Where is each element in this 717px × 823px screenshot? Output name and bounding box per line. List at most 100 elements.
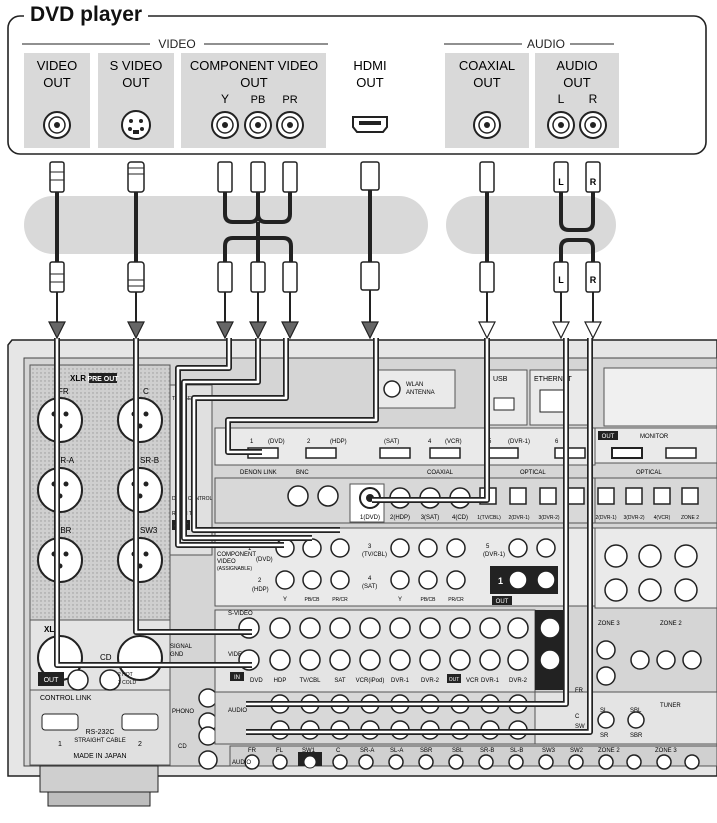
component-label-2: VIDEO: [217, 559, 236, 565]
bnc-label: BNC: [296, 470, 309, 476]
xlr-fr: FR: [58, 387, 69, 396]
coaxial-label: COAXIAL: [427, 470, 454, 476]
plug-l-top: L: [558, 177, 564, 187]
xlr-cd-label: XLR: [44, 625, 60, 634]
sur-sl: SL: [600, 708, 608, 714]
vcr-out-badge: OUT: [449, 677, 460, 683]
opt-r-2: 3(DVR-2): [623, 515, 644, 521]
comp-col-y: Y: [283, 597, 287, 603]
xlr-c: C: [143, 387, 149, 396]
phono-label: PHONO: [172, 709, 194, 715]
pre-c: C: [336, 748, 341, 754]
in-badge: IN: [234, 675, 240, 681]
plug-l-bottom: L: [558, 275, 564, 285]
input-vcr-ipod: VCR(iPod): [356, 678, 385, 684]
input-dvd: DVD: [250, 678, 263, 684]
made-in-label: MADE IN JAPAN: [73, 753, 126, 760]
comp-col-pb: PB/CB: [304, 597, 320, 603]
hdmi-cable: [360, 161, 380, 291]
video-group-label: VIDEO: [158, 37, 195, 51]
rs232c-sub: STRAIGHT CABLE: [74, 738, 126, 744]
comp-1-dvd: (DVD): [256, 557, 273, 563]
comp-2: 2: [258, 578, 262, 584]
preout-badge: PRE OUT: [87, 376, 119, 383]
hdmi-out-line2: OUT: [356, 75, 384, 90]
coaxial-cable: [479, 161, 495, 293]
component-pr-jack: [276, 111, 304, 139]
sur-sbr: SBR: [630, 733, 643, 739]
s-video-out-line1: S VIDEO: [110, 58, 163, 73]
s-video-out-line2: OUT: [122, 75, 150, 90]
component-assignable: (ASSIGNABLE): [217, 566, 252, 572]
comp-5-dvr: (DVR-1): [483, 552, 505, 558]
opt-in-1: 1(TV/CBL): [477, 515, 501, 521]
pre-sbr: SBR: [420, 748, 433, 754]
pre-srb: SR-B: [480, 748, 494, 754]
s-video-cable: [127, 161, 145, 293]
component-y-jack: [211, 111, 239, 139]
wlan-sub: ANTENNA: [406, 390, 435, 396]
rs-num-1: 1: [58, 741, 62, 748]
optical-label: OPTICAL: [520, 470, 546, 476]
audio-group-label: AUDIO: [527, 37, 565, 51]
audio-out-line1: AUDIO: [556, 58, 597, 73]
comp-col-pr2: PR/CR: [448, 597, 464, 603]
hdmi-1: 1: [250, 439, 254, 445]
audio-r-label: R: [589, 92, 598, 106]
device-title: DVD player: [24, 3, 149, 27]
pre-sw1: SW1: [302, 748, 316, 754]
control-link-label: CONTROL LINK: [40, 695, 92, 702]
opt-r-3: 4(VCR): [654, 515, 671, 521]
rs232c-label: RS-232C: [86, 729, 115, 736]
comp-3: 3: [368, 544, 372, 550]
input-tv: TV/CBL: [299, 678, 321, 684]
component-pr-label: PR: [282, 94, 297, 106]
comp-col-pr: PR/CR: [332, 597, 348, 603]
audio-label: AUDIO: [228, 708, 247, 714]
video-out-jack: [43, 111, 71, 139]
xlr-sra: SR-A: [55, 456, 75, 465]
component-cable: [217, 161, 298, 293]
pre-zone2: ZONE 2: [598, 748, 620, 754]
coaxial-out-line1: COAXIAL: [459, 58, 515, 73]
audio-l-label: L: [558, 92, 565, 106]
opt-r-1: 2(DVR-1): [595, 515, 616, 521]
input-dvr2-out: DVR-2: [509, 678, 528, 684]
monitor-out-badge: OUT: [602, 434, 615, 440]
pre-fr: FR: [248, 748, 257, 754]
pre-sw3: SW3: [542, 748, 556, 754]
comp-1: 1: [248, 546, 252, 552]
video-cable: [49, 161, 65, 293]
coax-in-2: 2(HDP): [390, 515, 410, 521]
component-pb-jack: [244, 111, 272, 139]
hdmi-1-dvd: (DVD): [268, 439, 285, 445]
zone2-label: ZONE 2: [660, 621, 682, 627]
sur-sr: SR: [600, 733, 609, 739]
component-y-label: Y: [221, 92, 229, 106]
hdmi-6: 6: [555, 439, 559, 445]
opt-in-3: 3(DVR-2): [538, 515, 559, 521]
usb-label: USB: [493, 376, 508, 383]
input-dvr1: DVR-1: [391, 678, 410, 684]
dvd-player-panel: VIDEO AUDIO VIDEO OUT S VIDEO OUT COMPON…: [7, 15, 707, 155]
s-video-out-jack: [121, 110, 151, 140]
input-vcr: VCR: [466, 678, 479, 684]
svideo-label: S-VIDEO: [228, 611, 253, 617]
plug-r-bottom: R: [590, 275, 597, 285]
coax-in-4: 4(CD): [452, 515, 468, 521]
comp-col-y2: Y: [398, 597, 402, 603]
optical-right-label: OPTICAL: [636, 470, 662, 476]
xlr-sw3: SW3: [140, 526, 158, 535]
receiver-rear-panel: XLR PRE OUT FR C SR-A SR-B SBR SW3: [7, 339, 717, 807]
plug-r-top: R: [590, 177, 597, 187]
video-out-line2: OUT: [43, 75, 71, 90]
pre-fl: FL: [276, 748, 284, 754]
sur-sw: SW: [575, 724, 585, 730]
video-label: VIDEO: [228, 652, 247, 658]
hdmi-2-hdp: (HDP): [330, 439, 347, 445]
trigger-label: TRIGGER OUT: [172, 396, 207, 402]
hdmi-4: 4: [428, 439, 432, 445]
coax-in-1: 1(DVD): [360, 515, 380, 521]
coaxial-out-line2: OUT: [473, 75, 501, 90]
input-dvr2: DVR-2: [421, 678, 440, 684]
